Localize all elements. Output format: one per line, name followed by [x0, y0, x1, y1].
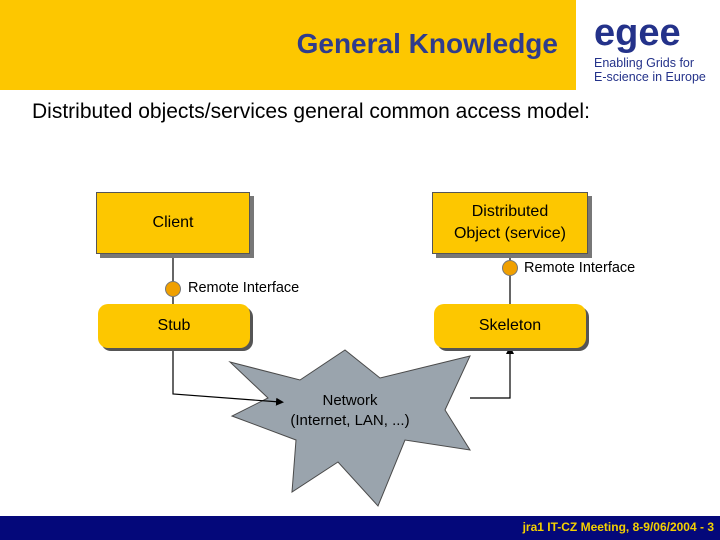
- network-label-1: Network: [322, 392, 378, 409]
- logo-tagline-1: Enabling Grids for: [594, 56, 695, 70]
- stub-label: Stub: [157, 317, 191, 334]
- logo-tagline-2: E-science in Europe: [594, 70, 706, 84]
- footer-text: jra1 IT-CZ Meeting, 8-9/06/2004 - 3: [522, 520, 714, 534]
- stub-network-path: [172, 348, 284, 406]
- client-box: Client: [96, 192, 250, 254]
- logo-wordmark: egee: [594, 12, 681, 54]
- distributed-object-label-2: Object (service): [453, 225, 567, 242]
- skeleton-label: Skeleton: [478, 317, 542, 334]
- client-label: Client: [152, 214, 194, 231]
- network-label-2: (Internet, LAN, ...): [290, 412, 410, 429]
- network-label: Network (Internet, LAN, ...): [268, 391, 432, 431]
- page-title: General Knowledge: [296, 28, 558, 59]
- distributed-object-label-1: Distributed: [471, 203, 549, 220]
- network-shape: [228, 349, 472, 507]
- skeleton-box: Skeleton: [434, 304, 586, 348]
- remote-interface-right-label: Remote Interface: [524, 260, 636, 276]
- remote-interface-left-label: Remote Interface: [188, 280, 300, 296]
- remote-interface-left-icon: [165, 281, 181, 297]
- subtitle: Distributed objects/services general com…: [32, 100, 590, 123]
- footer-bar: jra1 IT-CZ Meeting, 8-9/06/2004 - 3: [0, 516, 720, 540]
- egee-logo: egee Enabling Grids for E-science in Eur…: [586, 8, 714, 86]
- stub-box: Stub: [98, 304, 250, 348]
- remote-interface-right-icon: [502, 260, 518, 276]
- network-skeleton-path: [470, 346, 514, 399]
- distributed-object-box: Distributed Object (service): [432, 192, 588, 254]
- title-bar: General Knowledge: [0, 0, 576, 90]
